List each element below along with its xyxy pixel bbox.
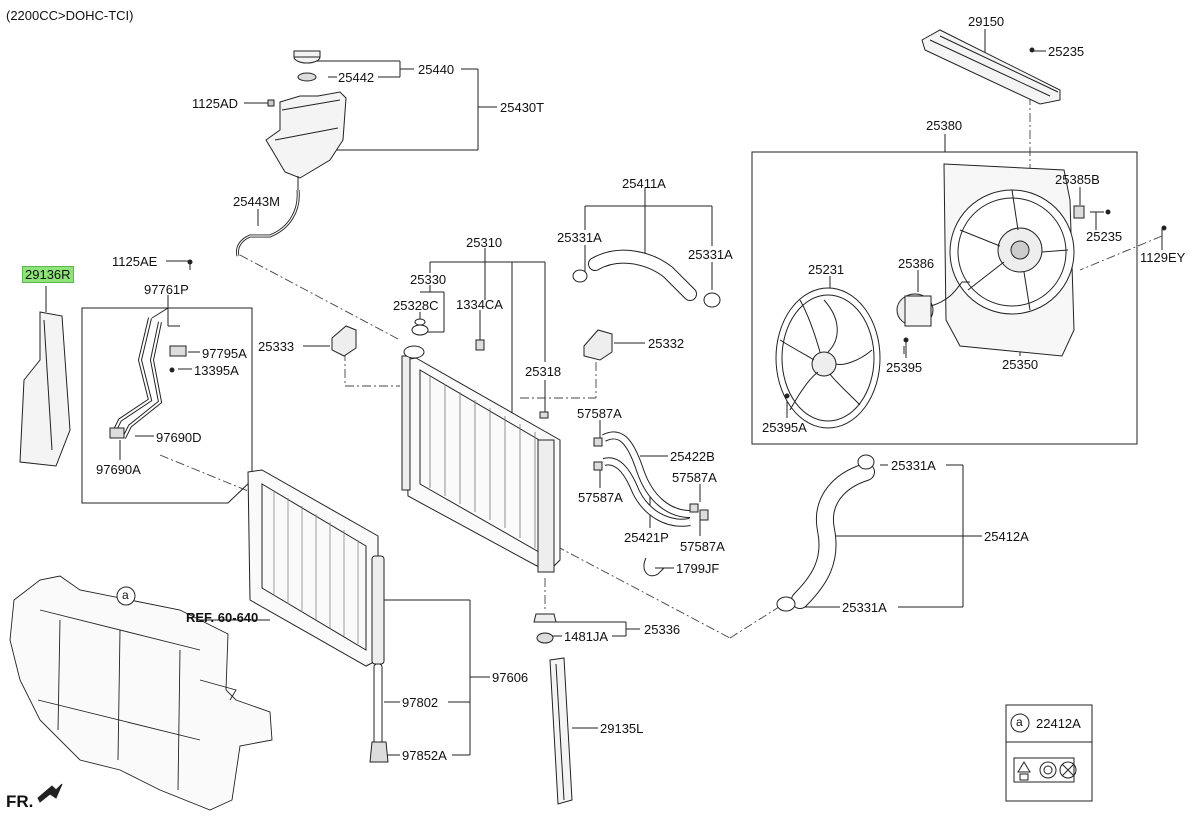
part-57587A-right-top[interactable]: 57587A — [672, 470, 717, 485]
radiator — [331, 318, 613, 573]
part-25331A-right[interactable]: 25331A — [688, 247, 733, 262]
part-1125AD[interactable]: 1125AD — [192, 96, 239, 111]
legend-symbol: a — [1016, 715, 1023, 729]
engine-spec: (2200CC>DOHC-TCI) — [6, 8, 134, 23]
part-25411A[interactable]: 25411A — [622, 176, 666, 191]
part-25385B[interactable]: 25385B — [1055, 172, 1100, 187]
part-25330[interactable]: 25330 — [410, 272, 447, 287]
part-57587A-top[interactable]: 57587A — [577, 406, 622, 421]
part-1481JA[interactable]: 1481JA — [564, 629, 609, 644]
air-guard-29150 — [921, 29, 1061, 105]
callout-a-letter: a — [122, 588, 129, 602]
part-29150[interactable]: 29150 — [968, 14, 1005, 29]
callout-circle-a — [116, 586, 136, 606]
part-25333[interactable]: 25333 — [258, 339, 295, 354]
part-1799JF[interactable]: 1799JF — [676, 561, 720, 576]
radiator-hose-upper — [572, 249, 721, 308]
part-25421P[interactable]: 25421P — [624, 530, 669, 545]
reference-label[interactable]: REF. 60-640 — [186, 610, 259, 625]
oil-cooler-hoses — [593, 431, 709, 577]
front-indicator: FR. — [6, 792, 34, 811]
part-25395A[interactable]: 25395A — [762, 420, 807, 435]
front-arrow — [37, 783, 63, 803]
part-97852A[interactable]: 97852A — [402, 748, 447, 763]
part-25380[interactable]: 25380 — [926, 118, 963, 133]
part-57587A-right-bottom[interactable]: 57587A — [680, 539, 725, 554]
part-13395A[interactable]: 13395A — [194, 363, 239, 378]
part-25235-top[interactable]: 25235 — [1048, 44, 1085, 59]
part-25331A-lower-top[interactable]: 25331A — [891, 458, 936, 473]
drain-plug — [533, 613, 557, 644]
part-25318[interactable]: 25318 — [525, 364, 562, 379]
part-29135L[interactable]: 29135L — [600, 721, 644, 736]
group-frames — [81, 151, 1138, 802]
part-97795A[interactable]: 97795A — [202, 346, 247, 361]
part-97690D[interactable]: 97690D — [156, 430, 202, 445]
part-97690A[interactable]: 97690A — [96, 462, 141, 477]
part-25331A-left[interactable]: 25331A — [557, 230, 602, 245]
air-guard-29135L — [549, 657, 573, 805]
part-25328C[interactable]: 25328C — [393, 298, 439, 313]
part-25332[interactable]: 25332 — [648, 336, 685, 351]
front-end-carrier — [9, 575, 273, 811]
reservoir-tank — [236, 50, 347, 257]
part-25235-right[interactable]: 25235 — [1086, 229, 1123, 244]
air-guard-29136R — [19, 311, 71, 467]
part-97761P[interactable]: 97761P — [144, 282, 189, 297]
part-25336[interactable]: 25336 — [644, 622, 681, 637]
part-25310[interactable]: 25310 — [466, 235, 503, 250]
part-57587A-left-bottom[interactable]: 57587A — [578, 490, 623, 505]
legend-circle-a — [1010, 713, 1030, 733]
part-25442[interactable]: 25442 — [338, 70, 375, 85]
fan-shroud-assembly — [775, 47, 1167, 429]
warning-label-icons — [1013, 757, 1077, 783]
part-97606[interactable]: 97606 — [492, 670, 529, 685]
part-25430T[interactable]: 25430T — [500, 100, 545, 115]
part-1129EY[interactable]: 1129EY — [1140, 250, 1186, 265]
part-25395[interactable]: 25395 — [886, 360, 923, 375]
part-25231[interactable]: 25231 — [808, 262, 845, 277]
condenser-assembly — [109, 259, 389, 763]
part-25422B[interactable]: 25422B — [670, 449, 715, 464]
part-25386[interactable]: 25386 — [898, 256, 935, 271]
part-25331A-lower-bottom[interactable]: 25331A — [842, 600, 887, 615]
part-25412A[interactable]: 25412A — [984, 529, 1029, 544]
legend-part-number[interactable]: 22412A — [1036, 716, 1081, 731]
part-1125AE[interactable]: 1125AE — [112, 254, 158, 269]
part-29136R[interactable]: 29136R — [22, 266, 74, 283]
radiator-hose-lower — [776, 454, 875, 612]
part-25350[interactable]: 25350 — [1002, 357, 1039, 372]
part-97802[interactable]: 97802 — [402, 695, 439, 710]
part-1334CA[interactable]: 1334CA — [456, 297, 503, 312]
part-25440[interactable]: 25440 — [418, 62, 455, 77]
part-25443M[interactable]: 25443M — [233, 194, 280, 209]
